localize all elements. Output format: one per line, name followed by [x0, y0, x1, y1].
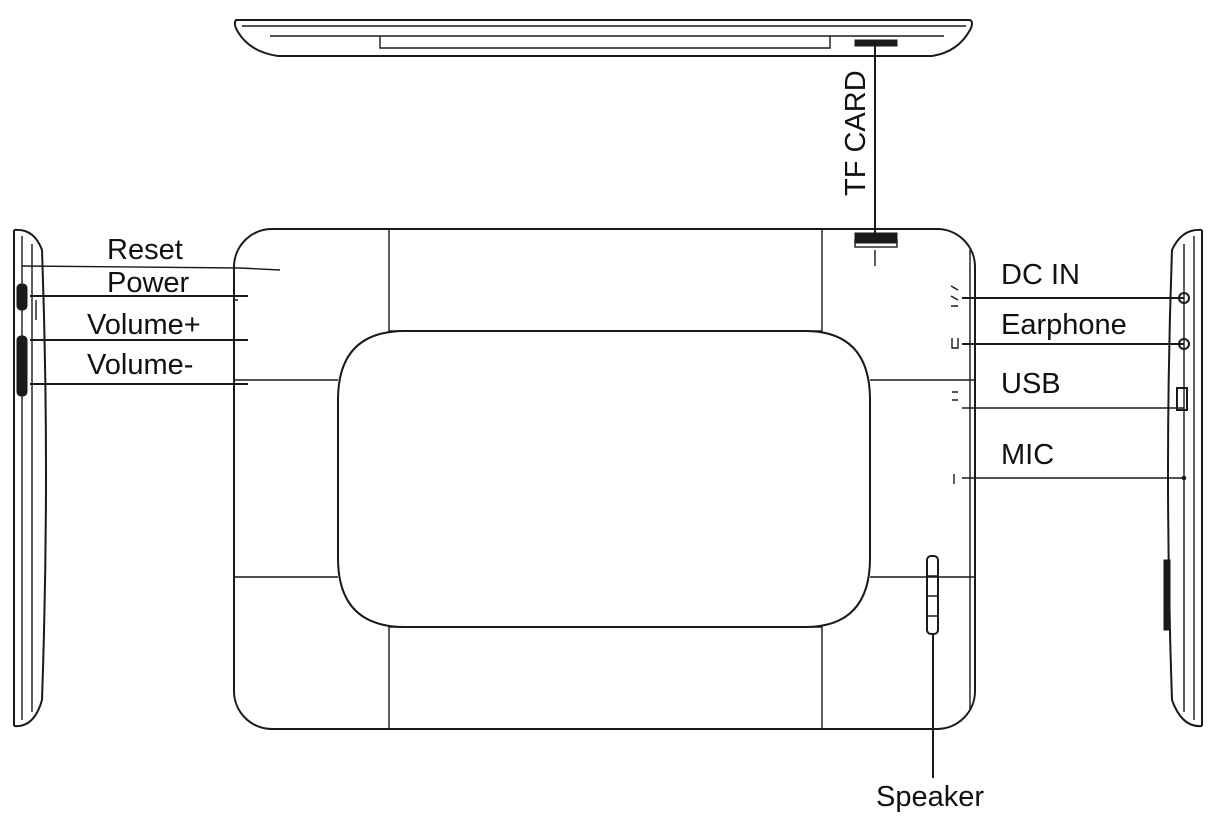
top-edge-view	[233, 19, 973, 57]
right-side-detail	[1163, 559, 1171, 631]
right-side-view	[1163, 228, 1203, 728]
volume-rocker	[16, 335, 28, 397]
tf-card-slot	[854, 39, 898, 47]
mic-label: MIC	[1001, 439, 1054, 471]
speaker-grille	[926, 555, 939, 635]
leader-lines	[21, 46, 1184, 778]
power-label: Power	[107, 267, 190, 299]
dc-in-label: DC IN	[1001, 259, 1080, 291]
volume-plus-label: Volume+	[87, 309, 201, 341]
back-tf-slot	[854, 232, 898, 244]
usb-label: USB	[1001, 368, 1061, 400]
speaker-label: Speaker	[876, 781, 984, 813]
power-button	[16, 283, 28, 311]
usb-port	[1176, 387, 1188, 411]
volume-minus-label: Volume-	[87, 349, 193, 381]
reset-leader	[21, 265, 241, 269]
earphone-label: Earphone	[1001, 309, 1127, 341]
reset-label: Reset	[107, 234, 183, 266]
tablet-body	[233, 228, 976, 730]
left-side-view	[13, 228, 47, 728]
center-panel	[337, 330, 871, 628]
labels: TF CARD Reset Power Volume+ Volume- DC I…	[87, 70, 1127, 813]
tablet-back-view	[233, 228, 976, 730]
tf-card-label: TF CARD	[840, 70, 872, 196]
